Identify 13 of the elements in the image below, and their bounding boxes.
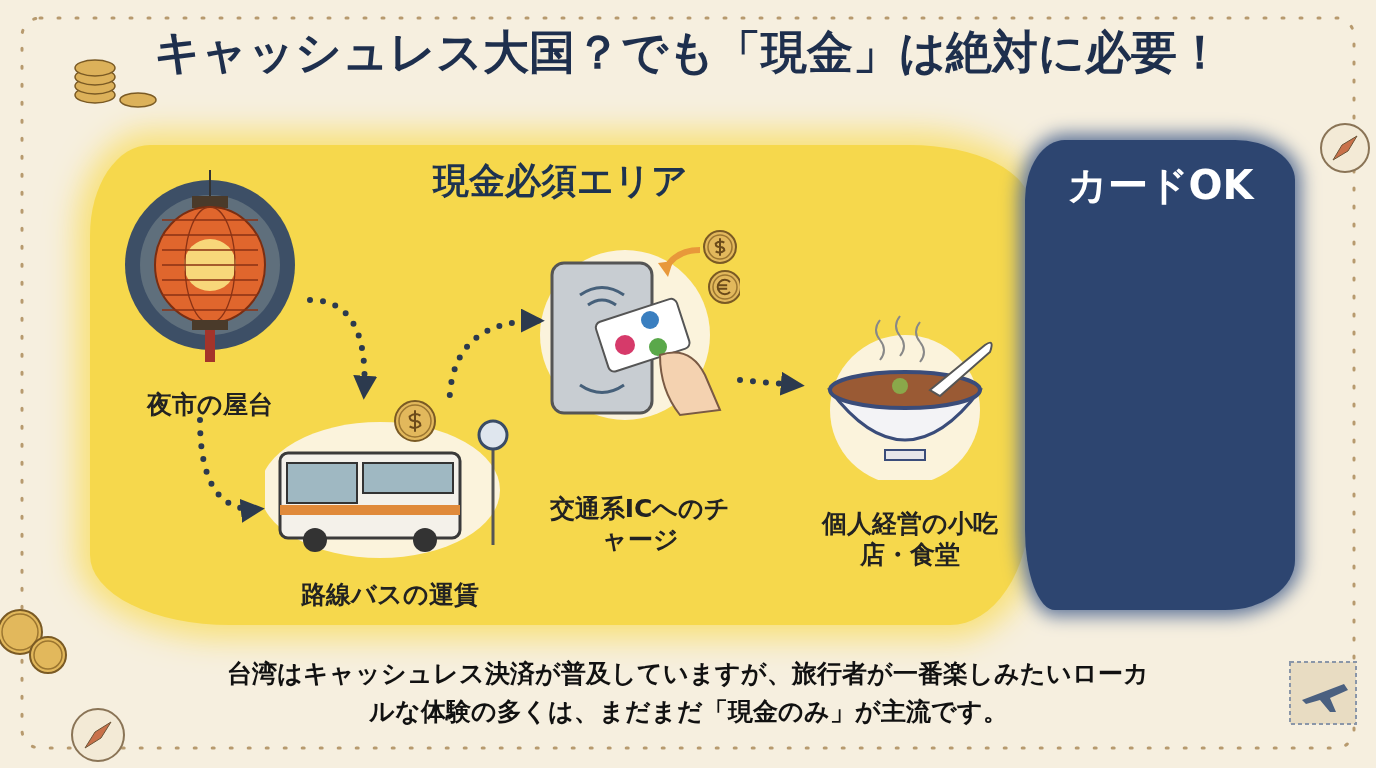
area-heading: カードOK bbox=[1065, 161, 1256, 210]
arrow bbox=[737, 371, 805, 396]
node-label: 夜市の屋台 bbox=[145, 388, 274, 420]
arrow bbox=[446, 309, 545, 398]
title: キャッシュレス大国？でも「現金」は絶対に必要！ bbox=[152, 24, 1224, 81]
node-label: 路線バスの運賃 bbox=[300, 578, 480, 610]
arrow bbox=[197, 417, 265, 522]
node-label: 交通系ICへのチャージ bbox=[548, 492, 732, 555]
caption: 台湾はキャッシュレス決済が普及していますが、旅行者が一番楽しみたいローカルな体験の多くは、まだまだ「現金のみ」が主流です。 bbox=[226, 658, 1150, 728]
area-heading: 現金必須エリア bbox=[431, 159, 689, 203]
card-area-panel bbox=[1025, 140, 1295, 610]
node-label: 個人経営の小吃店・食堂 bbox=[820, 507, 999, 570]
arrow bbox=[307, 297, 377, 400]
